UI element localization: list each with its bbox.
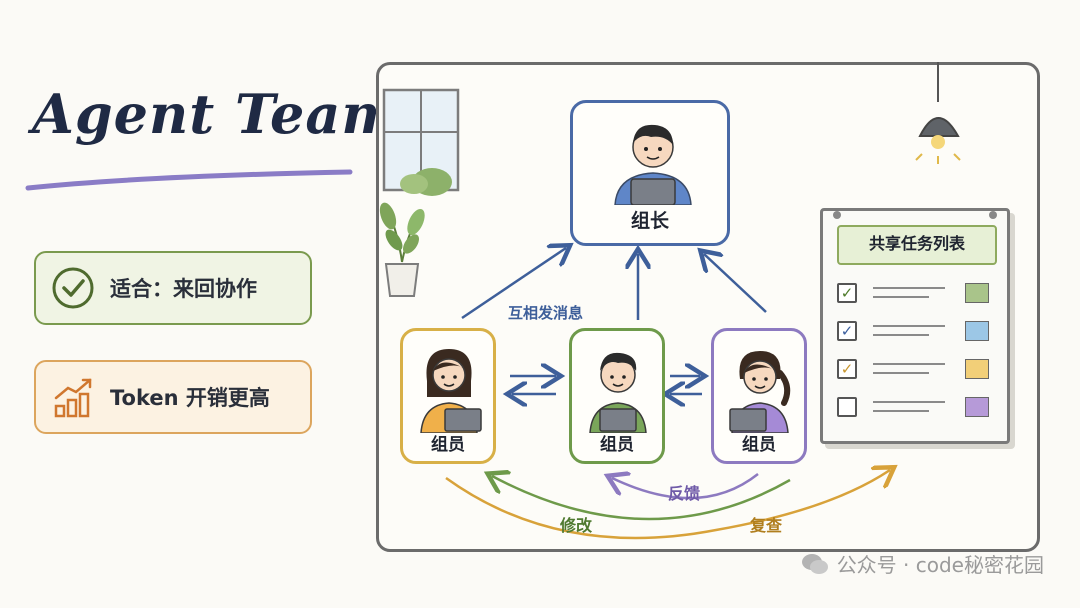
suitable-text: 适合：来回协作 (110, 277, 257, 301)
member-1-label: 组员 (431, 435, 465, 455)
task-line (873, 372, 929, 374)
leader-label: 组长 (630, 210, 669, 232)
arrow-review (445, 470, 890, 540)
leader-card: 组长 (570, 100, 730, 246)
task-row: ✓ (837, 283, 997, 307)
task-row: ✓ (837, 321, 997, 345)
checked-checkbox: ✓ (837, 283, 857, 303)
board-title: 共享任务列表 (837, 225, 997, 265)
task-row: ✓ (837, 359, 997, 383)
unchecked-checkbox (837, 397, 857, 417)
watermark-text: 公众号 · code秘密花园 (836, 553, 1044, 577)
arrow-modify (492, 476, 791, 521)
task-line (873, 363, 945, 365)
task-color-swatch (965, 397, 989, 417)
wechat-icon (801, 553, 828, 574)
arrow-feedback (612, 474, 759, 500)
member-card-1: 组员 (400, 328, 496, 464)
checked-checkbox: ✓ (837, 321, 857, 341)
member-3-avatar (729, 351, 791, 433)
message-label: 互相发消息 (508, 304, 584, 322)
shared-task-board: 共享任务列表 ✓ ✓ ✓ (820, 208, 1010, 444)
task-color-swatch (965, 283, 989, 303)
watermark: 公众号 · code秘密花园 (801, 549, 1044, 578)
task-color-swatch (965, 359, 989, 379)
check-circle-icon (52, 267, 94, 309)
cost-tag: Token 开销更高 (34, 360, 312, 434)
review-label: 复查 (750, 516, 783, 535)
task-line (873, 325, 945, 327)
member-2-label: 组员 (600, 435, 634, 455)
feedback-label: 反馈 (668, 484, 701, 503)
pin-icon (989, 211, 997, 219)
task-line (873, 296, 929, 298)
member-1-avatar (420, 349, 482, 433)
arrow-member3-to-leader (704, 254, 767, 313)
pin-icon (833, 211, 841, 219)
leader-avatar (614, 124, 692, 205)
arrow-member1-to-leader (461, 248, 566, 320)
task-line (873, 410, 929, 412)
lamp-illustration (915, 62, 961, 164)
task-color-swatch (965, 321, 989, 341)
task-line (873, 334, 929, 336)
task-row (837, 397, 997, 421)
checked-checkbox: ✓ (837, 359, 857, 379)
window-illustration (382, 88, 460, 196)
member-card-3: 组员 (711, 328, 807, 464)
member-2-avatar (589, 352, 647, 433)
member-card-2: 组员 (569, 328, 665, 464)
title-underline (25, 169, 353, 191)
plant-illustration (379, 202, 425, 297)
cost-text: Token 开销更高 (110, 386, 270, 410)
task-line (873, 287, 945, 289)
modify-label: 修改 (560, 516, 593, 535)
member-3-label: 组员 (742, 435, 776, 455)
suitable-tag: 适合：来回协作 (34, 251, 312, 325)
rising-chart-icon (54, 378, 92, 418)
page-title: Agent Teams (32, 82, 431, 146)
task-line (873, 401, 945, 403)
